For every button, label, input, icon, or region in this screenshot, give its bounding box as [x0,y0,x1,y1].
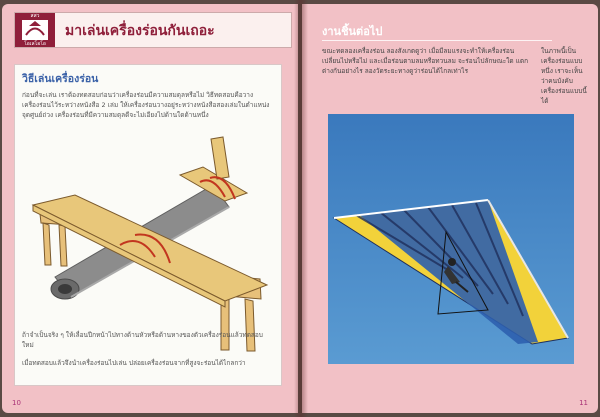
body-paragraph: ก่อนที่จะเล่น เราต้องทดสอบก่อนว่าเครื่อง… [22,91,270,119]
illustration-panel [14,64,282,386]
sidebar-paragraph: ในภาพนี้เป็นเครื่องร่อนแบบหนึ่ง เราจะเห็… [541,47,587,105]
page-number: 11 [579,399,588,407]
body-paragraph: เมื่อทดสอบแล้วจึงนำเครื่องร่อนไปเล่น ปล่… [22,359,246,367]
body-paragraph: ขณะทดลองเครื่องร่อน ลองสังเกตดูว่า เมื่อ… [322,47,529,75]
title-underline [322,40,552,41]
logo-emblem-icon [22,20,48,40]
body-paragraph: ถ้าจำเป็นจริง ๆ ให้เลื่อนปีกหน้าไปทางด้า… [22,331,263,349]
hang-glider-illustration [332,199,569,345]
logo-bottom-text: โอเลโอโอ [24,41,46,47]
hang-glider-photo [328,114,574,364]
glider-model-illustration [31,136,269,352]
section-title: งานชิ้นต่อไป [322,25,383,38]
logo-top-text: สสว [30,13,40,19]
chapter-logo: สสว โอเลโอโอ [15,13,55,47]
section-title: วิธีเล่นเครื่องร่อน [22,73,99,85]
book-gutter [294,0,308,417]
page-number: 10 [12,399,21,407]
page-title: มาเล่นเครื่องร่อนกันเถอะ [65,23,215,39]
chapter-banner: สสว โอเลโอโอ มาเล่นเครื่องร่อนกันเถอะ [14,12,292,48]
